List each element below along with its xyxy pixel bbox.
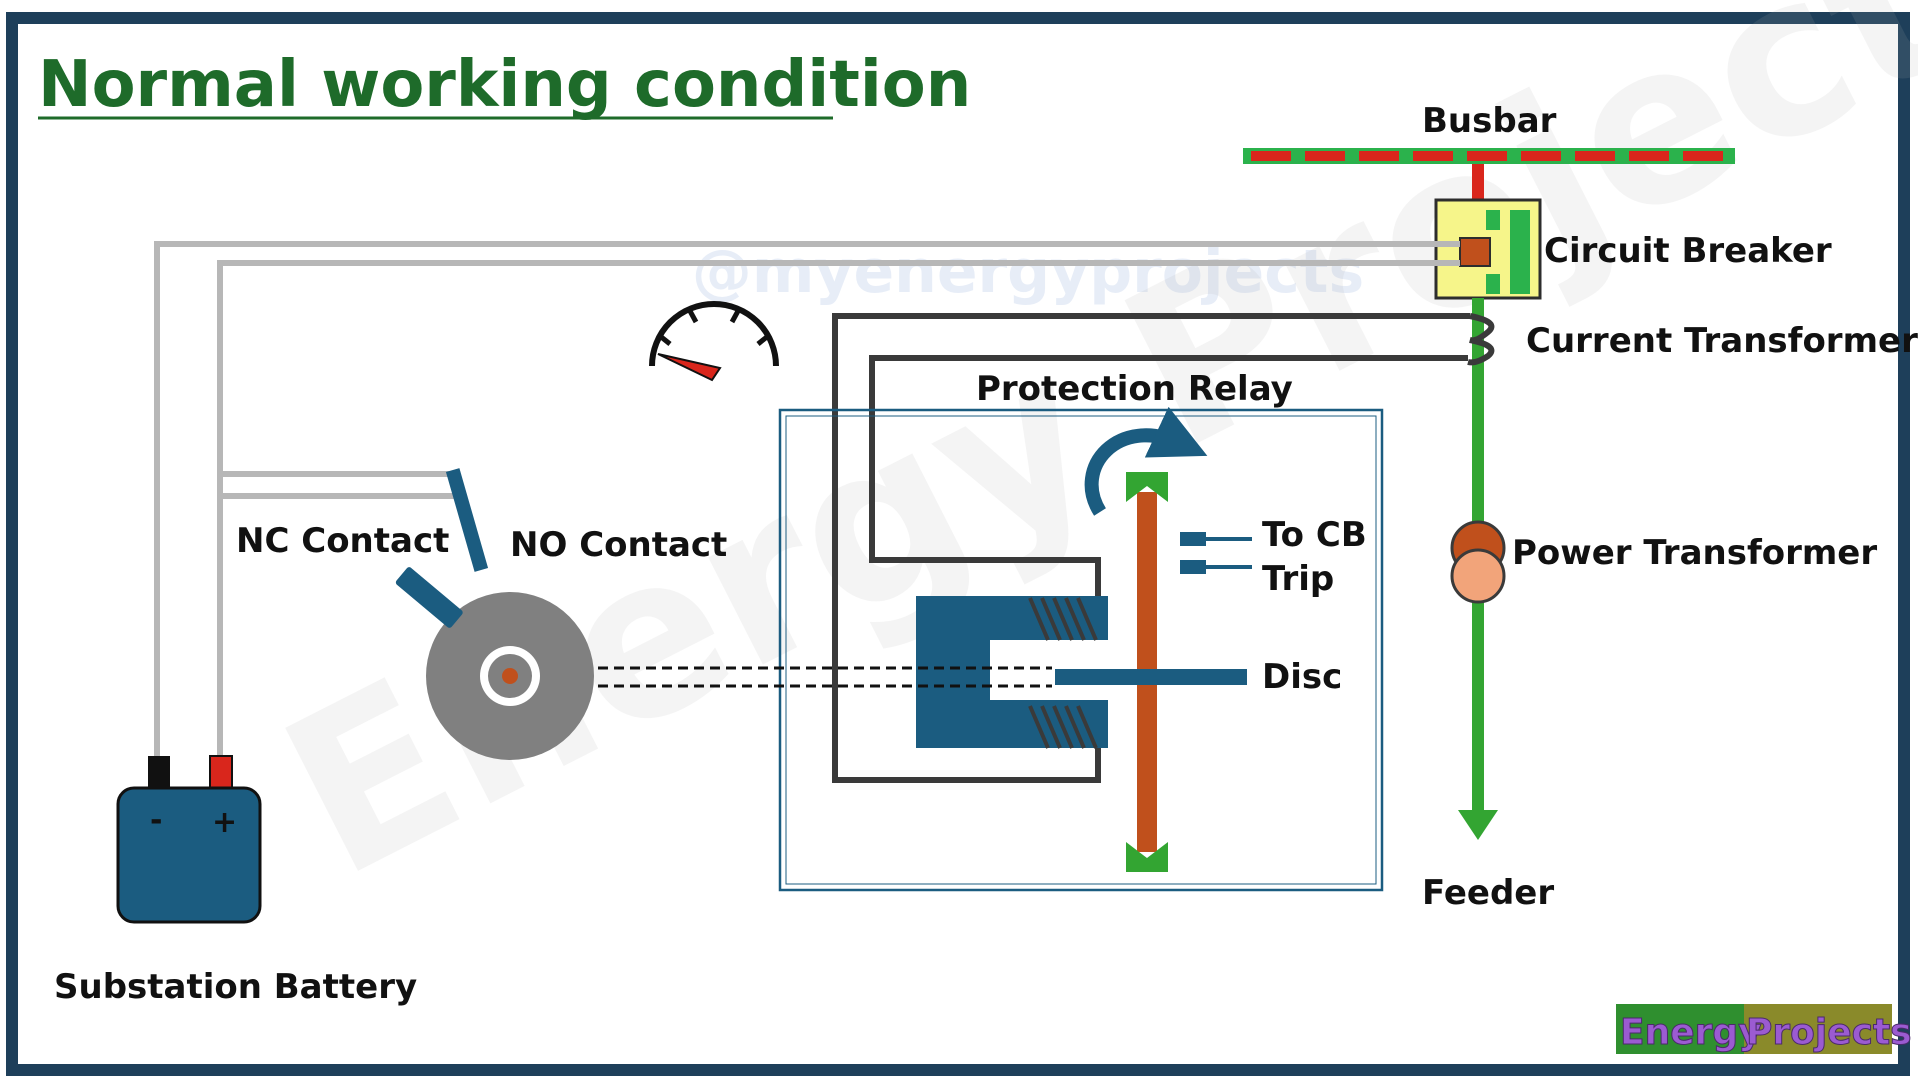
disc-label: Disc bbox=[1262, 657, 1342, 697]
feeder-arrow-icon bbox=[1458, 810, 1498, 840]
disc-arrow-up-icon bbox=[1126, 472, 1168, 502]
power-transformer-label: Power Transformer bbox=[1512, 533, 1877, 573]
outer-frame bbox=[6, 12, 1910, 1076]
gauge-icon bbox=[649, 301, 779, 382]
current-transformer-label: Current Transformer bbox=[1526, 321, 1918, 361]
busbar-label: Busbar bbox=[1422, 101, 1557, 141]
protection-relay-box bbox=[778, 408, 1384, 892]
trip-label: Trip bbox=[1262, 559, 1334, 599]
svg-text:Energy: Energy bbox=[1620, 1012, 1762, 1053]
protection-relay-label: Protection Relay bbox=[976, 369, 1293, 409]
circuit-breaker-label: Circuit Breaker bbox=[1544, 231, 1832, 271]
contact-wheel bbox=[426, 592, 594, 760]
protection-relay-box-inner bbox=[785, 415, 1377, 885]
power-transformer bbox=[1450, 520, 1506, 604]
no-contact-label: NO Contact bbox=[510, 525, 727, 565]
feeder-label: Feeder bbox=[1422, 873, 1554, 913]
trip-terminals bbox=[1180, 532, 1252, 574]
watermark-diagonal: Energy Projects bbox=[247, 0, 1918, 926]
relay-electromagnet bbox=[916, 596, 1108, 748]
nc-contact-label: NC Contact bbox=[236, 521, 449, 561]
battery-plus-label: + bbox=[212, 805, 237, 840]
nc-contact-arm bbox=[395, 567, 463, 628]
no-contact-blade bbox=[445, 468, 489, 572]
disc-arrow-down-icon bbox=[1126, 842, 1168, 872]
ct-secondary-wires bbox=[832, 313, 1470, 783]
watermark-handle: @myenergyprojects bbox=[692, 237, 1364, 307]
busbar bbox=[1243, 148, 1735, 164]
substation-battery bbox=[116, 755, 262, 924]
circuit-breaker bbox=[1434, 198, 1542, 300]
battery-minus-label: - bbox=[150, 803, 162, 838]
control-wires bbox=[154, 241, 1460, 756]
svg-text:Projects: Projects bbox=[1746, 1012, 1912, 1053]
substation-battery-label: Substation Battery bbox=[54, 967, 417, 1007]
current-transformer-coil bbox=[1467, 313, 1495, 366]
rotation-arrow-icon bbox=[1084, 406, 1208, 516]
electromagnet-winding bbox=[1028, 597, 1098, 749]
disc-shaft bbox=[1055, 669, 1247, 685]
to-cb-label: To CB bbox=[1262, 515, 1367, 555]
energy-projects-logo: Energy Projects bbox=[1616, 1004, 1912, 1054]
page-title: Normal working condition bbox=[38, 48, 971, 122]
